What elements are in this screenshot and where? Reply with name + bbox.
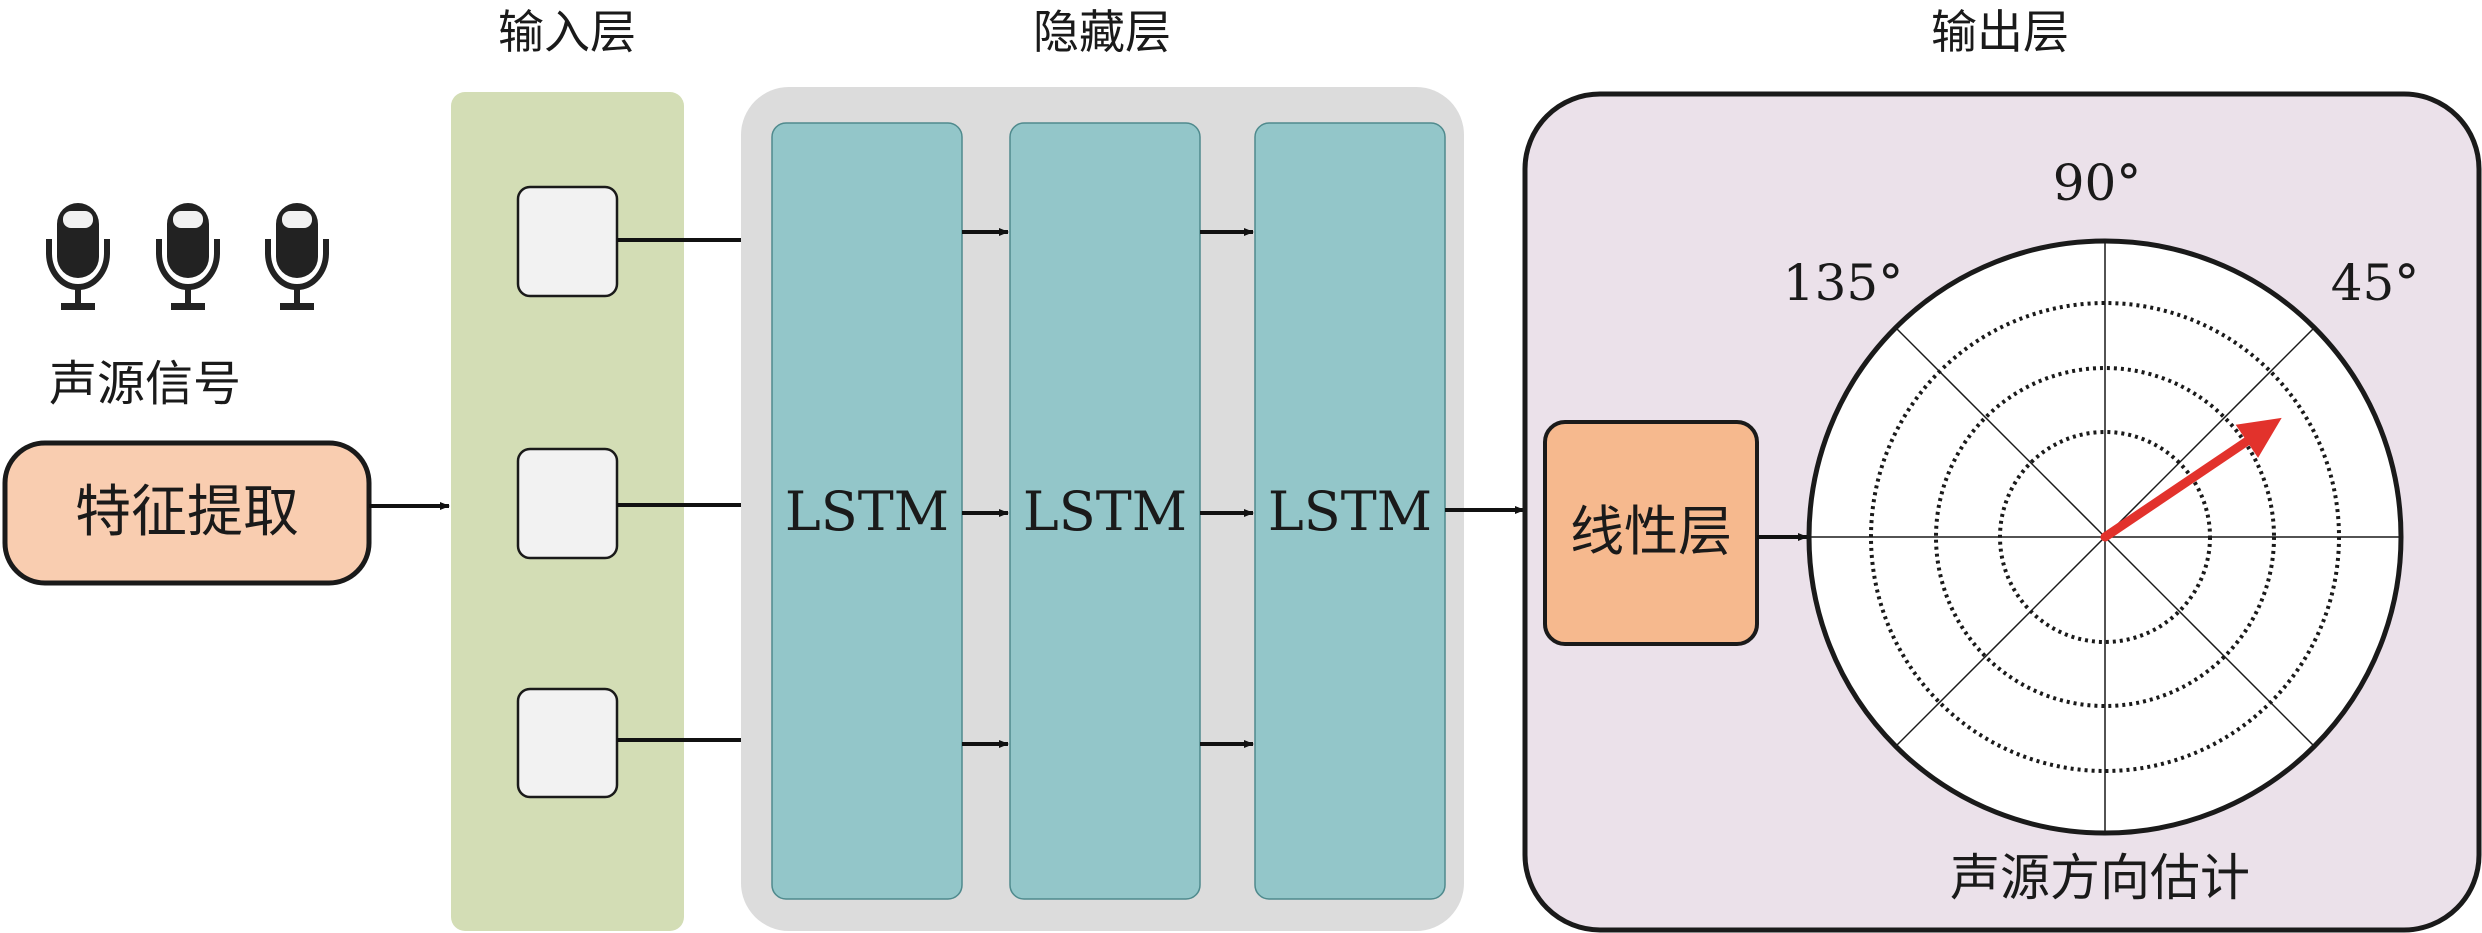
linear-layer-label: 线性层 <box>1570 500 1732 563</box>
feature-extraction-box <box>2 440 372 586</box>
angle-label-45: 45° <box>2331 254 2420 312</box>
direction-arrow-head <box>2235 417 2282 458</box>
input-layer-title: 输入层 <box>498 5 636 59</box>
input-node <box>516 687 619 799</box>
direction-estimate-label: 声源方向估计 <box>1950 849 2250 907</box>
microphone-icons <box>46 203 326 310</box>
polar-plot: 90° 135° 45° <box>1783 154 2420 836</box>
recurrent-arrows <box>962 228 1254 748</box>
linear-layer-box <box>1543 420 1759 646</box>
lstm-label: LSTM <box>785 480 949 543</box>
output-layer-title: 输出层 <box>1931 5 2069 59</box>
signal-label: 声源信号 <box>49 356 241 412</box>
angle-label-90: 90° <box>2053 154 2142 212</box>
lstm-label: LSTM <box>1268 480 1432 543</box>
direction-arrow-shaft <box>2100 436 2252 542</box>
hidden-layer-title: 隐藏层 <box>1033 5 1171 59</box>
feature-extraction-label: 特征提取 <box>75 480 299 545</box>
direction-arrow <box>2100 417 2282 542</box>
input-node <box>516 185 619 298</box>
angle-label-135: 135° <box>1783 254 1903 312</box>
microphone-icon <box>268 203 326 310</box>
microphone-icon <box>159 203 217 310</box>
lstm-label: LSTM <box>1023 480 1187 543</box>
input-node <box>516 447 619 560</box>
microphone-icon <box>46 203 110 310</box>
